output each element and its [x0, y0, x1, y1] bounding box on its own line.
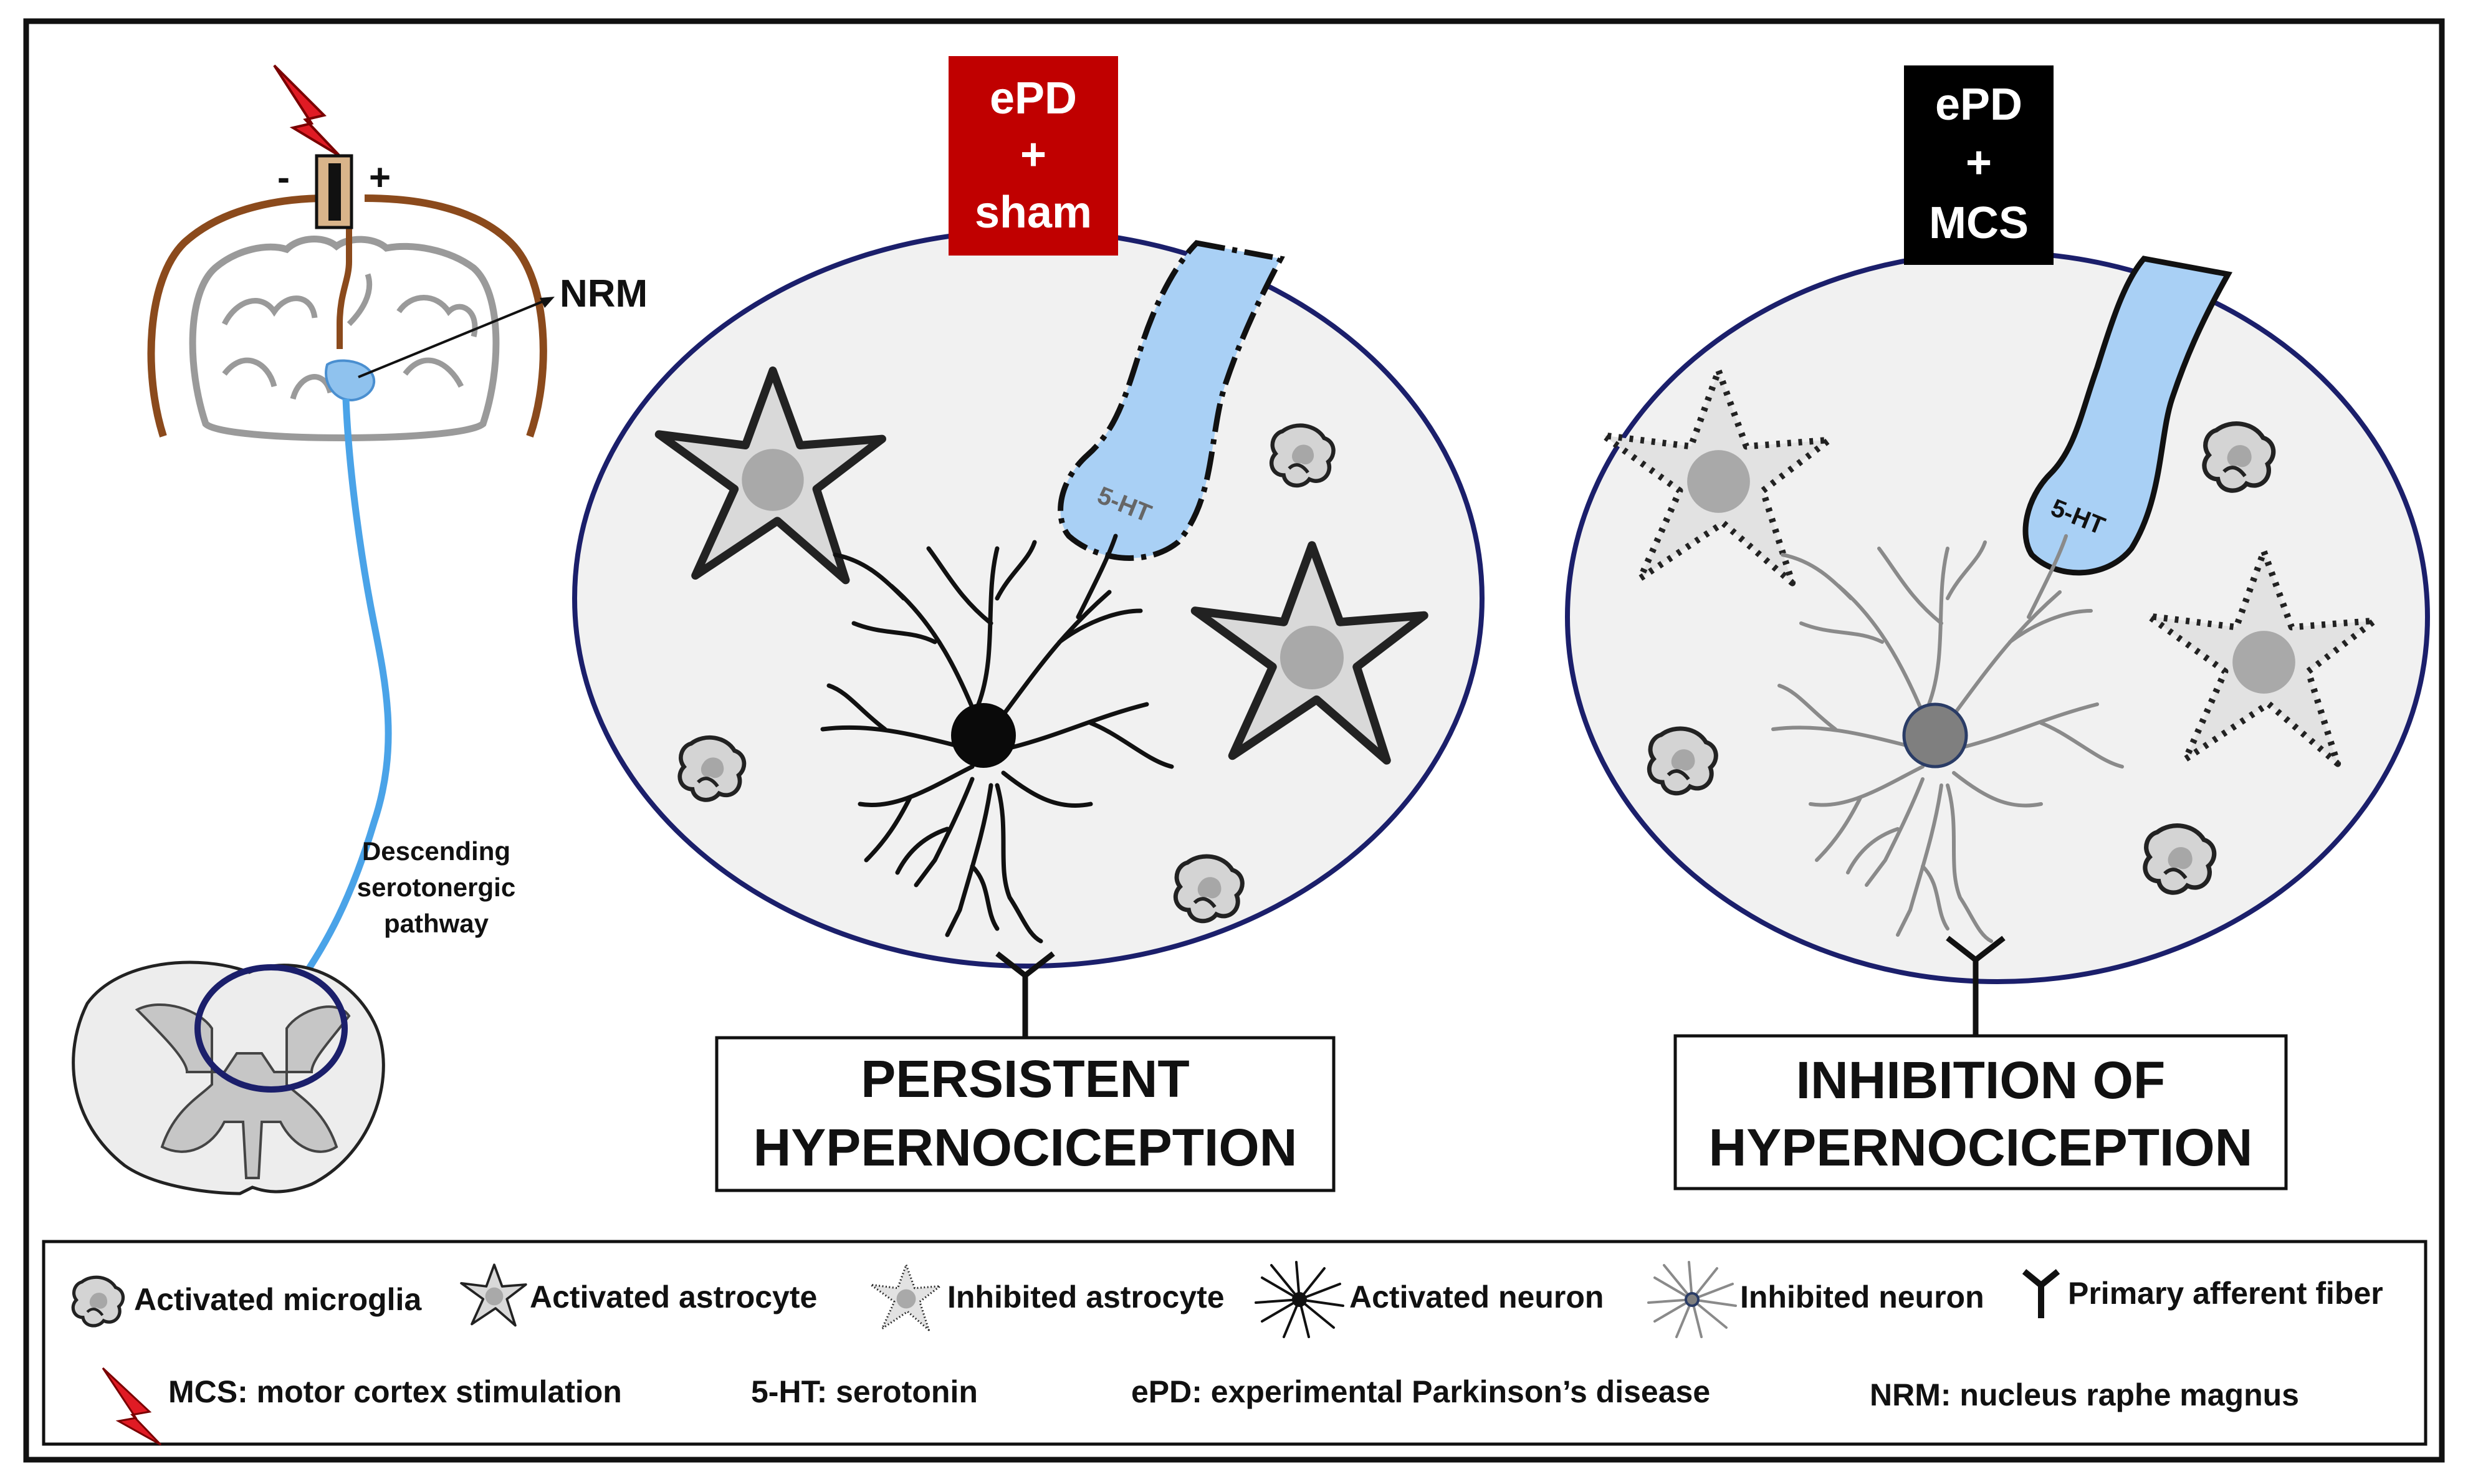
nrm-nucleus — [325, 359, 375, 401]
afferent-fiber-icon — [2022, 1269, 2060, 1318]
microglia-icon — [73, 1277, 123, 1326]
neuron-icon — [1255, 1261, 1344, 1338]
mcs-panel: ePD + MCS 5-HT INHIBITION OF — [1565, 65, 2430, 1190]
legend-activated-neuron: Activated neuron — [1349, 1280, 1604, 1314]
legend-mcs-definition: MCS: motor cortex stimulation — [168, 1374, 622, 1409]
electrode-wire — [337, 206, 352, 349]
mcs-circle — [1565, 250, 2430, 984]
left-anatomy-panel: - + NRM Descending serotonergic pathway — [72, 64, 648, 1195]
sham-badge-line-3: sham — [975, 188, 1092, 237]
sham-panel: ePD + sham 5-HT PERSISTENT — [572, 56, 1485, 1192]
sham-afferent-fiber — [995, 951, 1055, 1038]
mcs-afferent-fiber — [1946, 936, 2006, 1038]
legend-primary-afferent: Primary afferent fiber — [2068, 1276, 2383, 1311]
brain-outline — [147, 194, 547, 438]
nrm-label: NRM — [560, 272, 648, 315]
pathway-label-3: pathway — [384, 909, 489, 938]
descending-serotonergic-pathway — [271, 398, 392, 1018]
mcs-badge — [1904, 65, 2054, 265]
sham-microglia-3 — [1175, 856, 1242, 921]
pathway-label-1: Descending — [362, 836, 510, 866]
mcs-badge-line-1: ePD — [1935, 80, 2022, 130]
mcs-neuron-nucleus — [1902, 702, 1968, 768]
sham-outcome-line-2: HYPERNOCICEPTION — [753, 1118, 1298, 1177]
mcs-microglia-3 — [2145, 826, 2214, 893]
sham-badge — [949, 56, 1118, 256]
mcs-outcome-box — [1673, 1034, 2288, 1190]
legend: Activated microglia Activated astrocyte … — [42, 1240, 2427, 1446]
sham-badge-line-2: + — [1020, 130, 1046, 180]
mcs-badge-line-3: MCS — [1929, 198, 2029, 248]
inhibited-neuron-icon — [1647, 1261, 1737, 1338]
legend-epd-definition: ePD: experimental Parkinson’s disease — [1131, 1374, 1710, 1409]
brain-cortex — [189, 236, 500, 441]
legend-inhibited-astrocyte: Inhibited astrocyte — [947, 1280, 1225, 1314]
legend-inhibited-neuron: Inhibited neuron — [1740, 1280, 1984, 1314]
lightning-bolt-icon — [102, 1367, 162, 1446]
nrm-pointer — [358, 298, 549, 378]
legend-nrm-definition: NRM: nucleus raphe magnus — [1870, 1377, 2299, 1412]
mcs-microglia-1 — [2204, 424, 2274, 491]
sham-circle — [572, 228, 1485, 969]
sham-serotonergic-terminal — [1058, 240, 1285, 561]
sham-badge-line-1: ePD — [990, 74, 1077, 123]
mcs-microglia-2 — [1649, 729, 1716, 793]
electrode-plus: + — [369, 156, 391, 198]
mcs-outcome-line-2: HYPERNOCICEPTION — [1709, 1118, 2253, 1177]
pathway-label-2: serotonergic — [357, 873, 515, 902]
legend-box — [42, 1240, 2427, 1446]
sham-microglia-2 — [680, 737, 744, 800]
sham-activated-neuron — [820, 534, 1174, 944]
mcs-badge-line-2: + — [1966, 138, 1992, 188]
sham-neuron-nucleus — [951, 703, 1016, 768]
legend-activated-astrocyte: Activated astrocyte — [530, 1280, 817, 1314]
sham-outcome-line-1: PERSISTENT — [861, 1050, 1189, 1108]
electrode-minus: - — [277, 156, 290, 198]
legend-5ht-definition: 5-HT: serotonin — [751, 1374, 978, 1409]
spinal-gray-matter — [135, 1003, 351, 1179]
brain-folds — [221, 273, 478, 400]
legend-activated-microglia: Activated microglia — [134, 1282, 422, 1317]
mcs-inhibited-neuron — [1771, 534, 2124, 943]
sham-microglia-1 — [1271, 426, 1333, 486]
sham-outcome-box — [715, 1036, 1336, 1192]
mcs-outcome-line-1: INHIBITION OF — [1796, 1051, 2166, 1109]
dorsal-horn-highlight — [194, 964, 348, 1093]
mcs-serotonergic-terminal — [2022, 256, 2233, 576]
